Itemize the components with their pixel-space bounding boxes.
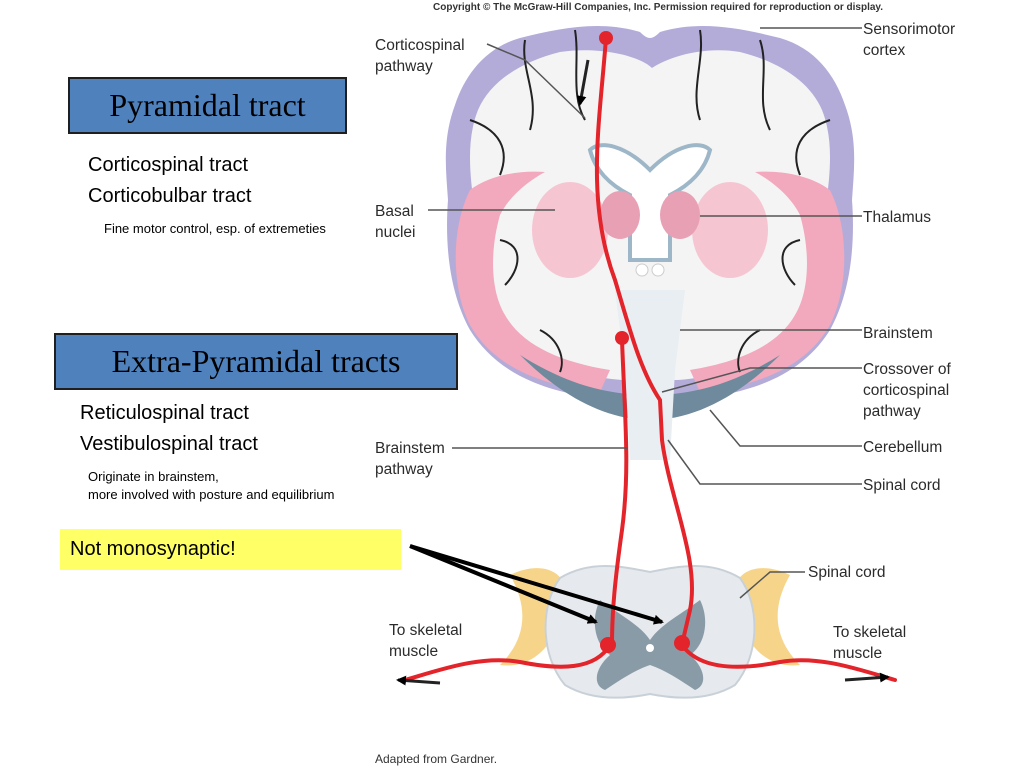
spinal-cord-white: [544, 565, 756, 699]
pyramidal-description: Fine motor control, esp. of extremeties: [104, 221, 326, 236]
temporal-cortex-left: [455, 171, 610, 392]
pyramidal-item-corticospinal: Corticospinal tract: [88, 154, 249, 176]
thalamus-right: [660, 191, 700, 239]
extrapyramidal-item-vestibulospinal: Vestibulospinal tract: [80, 433, 258, 455]
label-spinal-cord-upper: Spinal cord: [863, 477, 941, 494]
lower-motor-right: [680, 643, 897, 682]
corticospinal-pathway-line: [594, 36, 695, 642]
motor-neuron-right: [674, 635, 690, 651]
label-brainstem: Brainstem: [863, 325, 933, 342]
credit-text: Adapted from Gardner.: [375, 752, 497, 766]
temporal-cortex-right: [690, 171, 845, 392]
spinal-cord-section: [500, 565, 800, 699]
outgoing-arrow-right: [844, 672, 890, 683]
brain-section: [445, 25, 855, 460]
thalamus-left: [600, 191, 640, 239]
extrapyramidal-title-text: Extra-Pyramidal tracts: [111, 343, 401, 379]
extrapyramidal-tracts-title: Extra-Pyramidal tracts: [54, 333, 458, 390]
lower-motor-left: [403, 643, 612, 682]
callout-arrow-left: [409, 544, 598, 624]
basal-nuclei-right: [692, 182, 768, 278]
label-cerebellum: Cerebellum: [863, 439, 942, 456]
copyright-text: Copyright © The McGraw-Hill Companies, I…: [433, 2, 883, 13]
outgoing-arrow-left: [396, 675, 441, 686]
pyramidal-item-corticobulbar: Corticobulbar tract: [88, 185, 252, 207]
extrapyramidal-description-line-2: more involved with posture and equilibri…: [88, 487, 335, 502]
descending-arrow: [576, 59, 590, 106]
label-spinal-cord-lower: Spinal cord: [808, 564, 886, 581]
pyramidal-title-text: Pyramidal tract: [109, 87, 306, 123]
extrapyramidal-item-reticulospinal: Reticulospinal tract: [80, 402, 249, 424]
brainstem-neuron: [615, 331, 629, 345]
pyramidal-tract-title: Pyramidal tract: [68, 77, 347, 134]
note-text: Not monosynaptic!: [70, 538, 236, 560]
lateral-ventricle: [587, 143, 713, 262]
extrapyramidal-description-line-1: Originate in brainstem,: [88, 469, 219, 484]
label-thalamus: Thalamus: [863, 209, 931, 226]
callout-arrow-right: [409, 544, 664, 625]
motor-neuron-left: [600, 637, 616, 653]
not-monosynaptic-note: Not monosynaptic!: [60, 529, 401, 570]
cortex-neuron: [599, 31, 613, 45]
basal-nuclei-left: [532, 182, 608, 278]
pathways: [403, 36, 897, 682]
